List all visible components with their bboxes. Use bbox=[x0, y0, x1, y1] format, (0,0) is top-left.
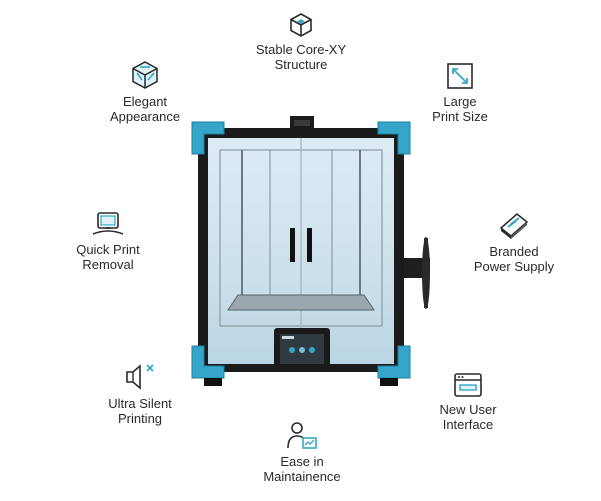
feature-ultra-silent-printing: Ultra Silent Printing bbox=[90, 362, 190, 426]
feature-new-user-interface: New User Interface bbox=[418, 372, 518, 432]
feature-label: Stable Core-XY Structure bbox=[255, 42, 347, 72]
cube-icon bbox=[132, 61, 158, 89]
feature-label: New User Interface bbox=[439, 402, 497, 432]
filament-spool bbox=[402, 237, 430, 309]
flexible-plate-icon bbox=[92, 212, 124, 235]
touch-screen-panel bbox=[274, 328, 330, 372]
diagonal-arrow-icon bbox=[447, 63, 473, 89]
feature-label: Large Print Size bbox=[432, 94, 488, 124]
feature-elegant-appearance: Elegant Appearance bbox=[95, 60, 195, 124]
feature-label: Elegant Appearance bbox=[109, 94, 181, 124]
feature-label: Quick Print Removal bbox=[76, 242, 140, 272]
feature-label: Ultra Silent Printing bbox=[108, 396, 172, 426]
feature-branded-power-supply: Branded Power Supply bbox=[455, 210, 573, 274]
power-supply-icon bbox=[499, 213, 529, 239]
feature-label: Branded Power Supply bbox=[473, 244, 555, 274]
feature-quick-print-removal: Quick Print Removal bbox=[58, 210, 158, 272]
muted-speaker-icon bbox=[126, 364, 154, 390]
feature-ease-in-maintenance: Ease in Maintainence bbox=[252, 420, 352, 484]
feature-core-xy: Stable Core-XY Structure bbox=[240, 12, 362, 72]
cube-frame-icon bbox=[290, 13, 312, 37]
feature-label: Ease in Maintainence bbox=[263, 454, 341, 484]
user-chart-icon bbox=[287, 422, 317, 449]
feature-large-print-size: Large Print Size bbox=[410, 62, 510, 124]
window-icon bbox=[454, 373, 482, 397]
3d-printer-illustration bbox=[191, 116, 430, 386]
